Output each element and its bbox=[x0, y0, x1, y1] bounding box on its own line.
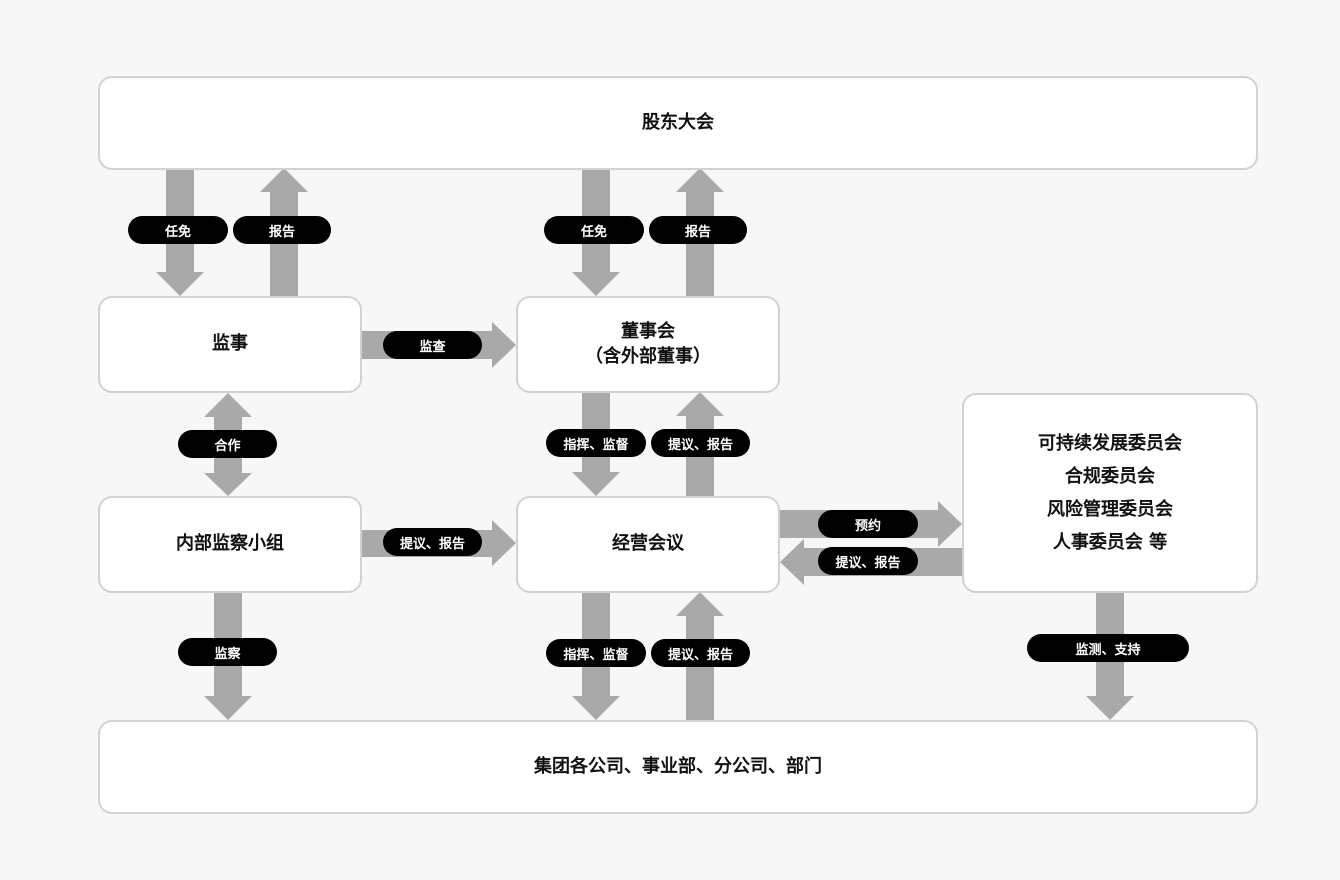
pill-direct-group: 指挥、监督 bbox=[546, 639, 646, 667]
shareholders-box: 股东大会 bbox=[98, 76, 1258, 170]
committees-box: 可持续发展委员会 合规委员会 风险管理委员会 人事委员会 等 bbox=[962, 393, 1258, 593]
pill-supervise: 监查 bbox=[383, 331, 482, 359]
pill-report-board: 报告 bbox=[649, 216, 747, 244]
committee-sustainability: 可持续发展委员会 bbox=[1038, 433, 1182, 454]
pill-cooperate: 合作 bbox=[178, 430, 277, 458]
committee-personnel: 人事委员会 等 bbox=[1052, 532, 1168, 553]
board-label: 董事会 bbox=[621, 321, 675, 343]
pill-consult: 预约 bbox=[818, 510, 918, 538]
pill-inspect: 监察 bbox=[178, 638, 277, 666]
pill-propose-board: 提议、报告 bbox=[651, 429, 750, 457]
pill-monitor-support: 监测、支持 bbox=[1027, 634, 1189, 662]
board-box: 董事会 （含外部董事） bbox=[516, 296, 780, 393]
inspection-team-box: 内部监察小组 bbox=[98, 496, 362, 593]
pill-propose-inspection: 提议、报告 bbox=[383, 528, 482, 556]
pill-appoint-auditor: 任免 bbox=[128, 216, 228, 244]
pill-report-auditor: 报告 bbox=[233, 216, 331, 244]
pill-propose-committee: 提议、报告 bbox=[818, 547, 918, 575]
committee-compliance: 合规委员会 bbox=[1065, 466, 1155, 487]
group-companies-label: 集团各公司、事业部、分公司、部门 bbox=[534, 755, 822, 777]
board-sublabel: （含外部董事） bbox=[585, 345, 711, 367]
shareholders-label: 股东大会 bbox=[642, 111, 714, 133]
management-meeting-box: 经营会议 bbox=[516, 496, 780, 593]
inspection-team-label: 内部监察小组 bbox=[176, 533, 284, 555]
pill-appoint-board: 任免 bbox=[544, 216, 644, 244]
committee-risk: 风险管理委员会 bbox=[1047, 499, 1173, 520]
pill-direct-board: 指挥、监督 bbox=[546, 429, 646, 457]
management-meeting-label: 经营会议 bbox=[612, 533, 684, 555]
auditor-label: 监事 bbox=[212, 333, 248, 355]
auditor-box: 监事 bbox=[98, 296, 362, 393]
pill-propose-group: 提议、报告 bbox=[651, 639, 750, 667]
group-companies-box: 集团各公司、事业部、分公司、部门 bbox=[98, 720, 1258, 814]
